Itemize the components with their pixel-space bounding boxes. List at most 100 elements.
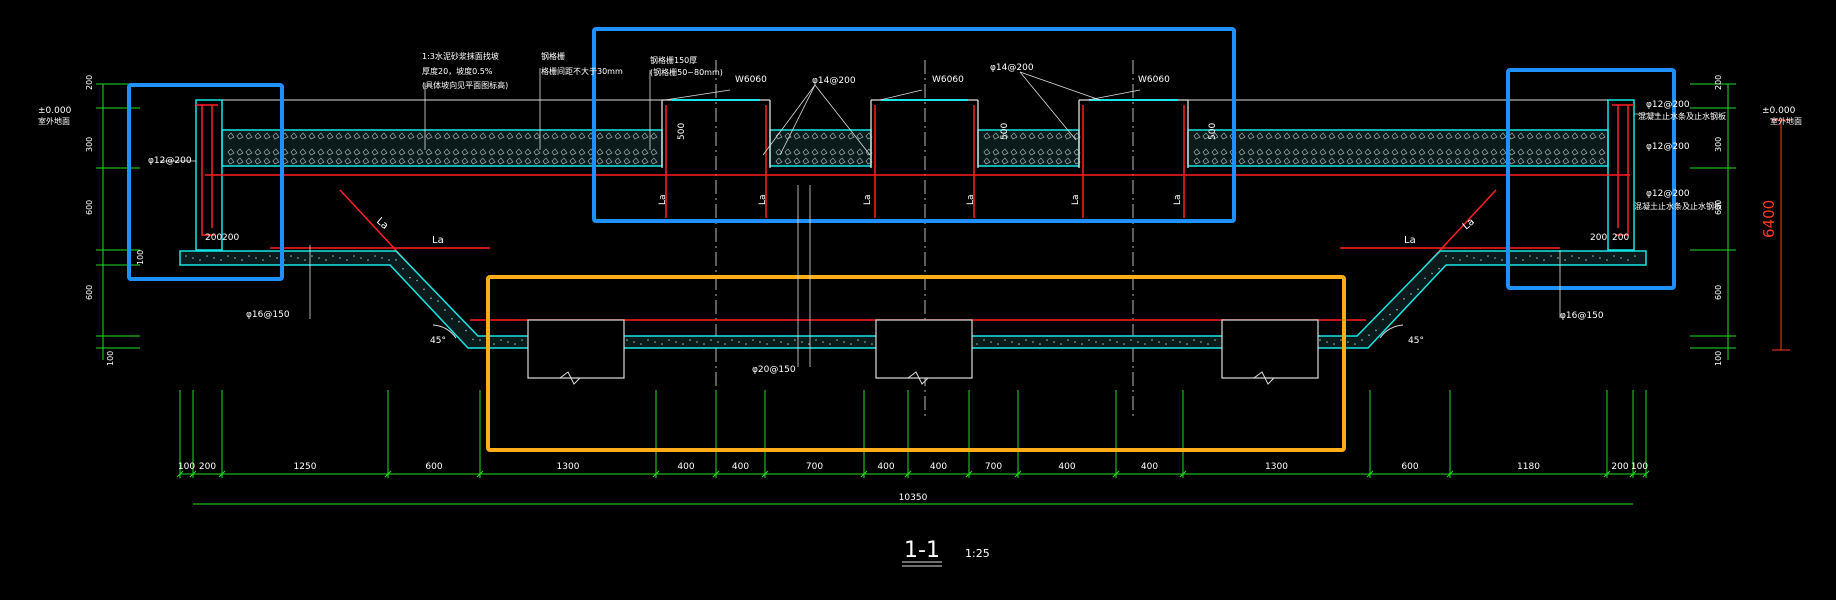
hatch-dot bbox=[808, 343, 810, 345]
top-slab-mid-segment bbox=[769, 129, 872, 167]
hatch-mark bbox=[1391, 148, 1399, 156]
hatch-mark bbox=[1028, 132, 1036, 140]
hatch-dot bbox=[500, 339, 502, 341]
hatch-dot bbox=[850, 343, 852, 345]
hatch-dot bbox=[353, 255, 355, 257]
dim-tick-slash bbox=[189, 470, 197, 478]
hatch-dot bbox=[661, 343, 663, 345]
break-line bbox=[559, 371, 592, 385]
elevation-note-left: 室外地面 bbox=[38, 116, 70, 126]
hatch-dot bbox=[479, 339, 481, 341]
hatch-mark bbox=[596, 132, 604, 140]
right-note-3: 混凝土止水条及止水钢板 bbox=[1634, 201, 1722, 211]
hatch-dot bbox=[276, 257, 278, 259]
hatch-mark bbox=[1454, 148, 1462, 156]
hatch-mark bbox=[1292, 148, 1300, 156]
hatch-mark bbox=[254, 148, 262, 156]
hatch-mark bbox=[1436, 132, 1444, 140]
hatch-dot bbox=[787, 343, 789, 345]
hatch-mark bbox=[596, 148, 604, 156]
hatch-dot bbox=[822, 341, 824, 343]
hatch-mark bbox=[820, 148, 828, 156]
hatch-mark bbox=[1193, 132, 1201, 140]
hatch-dot bbox=[703, 343, 705, 345]
hatch-mark bbox=[1310, 157, 1318, 165]
hatch-mark bbox=[1292, 132, 1300, 140]
hatch-dot bbox=[794, 339, 796, 341]
hatch-mark bbox=[569, 132, 577, 140]
hatch-mark bbox=[1364, 132, 1372, 140]
hatch-mark bbox=[371, 132, 379, 140]
dim-tick-slash bbox=[476, 470, 484, 478]
hatch-mark bbox=[470, 148, 478, 156]
hatch-dot bbox=[290, 255, 292, 257]
hatch-mark bbox=[245, 157, 253, 165]
hatch-mark bbox=[515, 148, 523, 156]
dim-tick-slash bbox=[1603, 470, 1611, 478]
hatch-mark bbox=[1382, 157, 1390, 165]
hatch-mark bbox=[506, 148, 514, 156]
hatch-mark bbox=[983, 157, 991, 165]
hatch-mark bbox=[1454, 132, 1462, 140]
hatch-dot bbox=[745, 343, 747, 345]
dim-tick-slash bbox=[1642, 470, 1650, 478]
hdim-label: 700 bbox=[806, 462, 823, 472]
hatch-dot bbox=[451, 318, 453, 320]
hatch-mark bbox=[452, 157, 460, 165]
hatch-dot bbox=[1529, 255, 1531, 257]
hatch-mark bbox=[1472, 148, 1480, 156]
hatch-dot bbox=[1410, 293, 1412, 295]
hatch-mark bbox=[551, 148, 559, 156]
hatch-mark bbox=[1553, 157, 1561, 165]
hatch-dot bbox=[1137, 341, 1139, 343]
hatch-mark bbox=[1019, 157, 1027, 165]
hatch-dot bbox=[1025, 339, 1027, 341]
hatch-mark bbox=[820, 157, 828, 165]
hatch-mark bbox=[623, 148, 631, 156]
dim-tick-slash bbox=[1446, 470, 1454, 478]
vdim-right: 600 bbox=[1714, 200, 1723, 215]
highlight-right-wall bbox=[1506, 68, 1676, 290]
dim-tick-slash bbox=[712, 470, 720, 478]
foundation-slab bbox=[179, 250, 1647, 385]
hatch-mark bbox=[650, 148, 658, 156]
hatch-mark bbox=[802, 157, 810, 165]
hatch-mark bbox=[452, 132, 460, 140]
hatch-dot bbox=[213, 257, 215, 259]
hatch-dot bbox=[374, 255, 376, 257]
hatch-mark bbox=[1238, 132, 1246, 140]
vdim-left: 600 bbox=[85, 200, 94, 215]
hatch-dot bbox=[1109, 339, 1111, 341]
hatch-dot bbox=[1144, 343, 1146, 345]
hatch-mark bbox=[479, 148, 487, 156]
hatch-dot bbox=[1438, 267, 1440, 270]
hatch-mark bbox=[1562, 148, 1570, 156]
hatch-dot bbox=[269, 255, 271, 257]
la-label: La bbox=[1173, 194, 1183, 205]
hatch-mark bbox=[1028, 148, 1036, 156]
hatch-mark bbox=[1010, 157, 1018, 165]
hatch-dot bbox=[682, 343, 684, 345]
hatch-mark bbox=[1310, 132, 1318, 140]
vertical-dim-left bbox=[96, 83, 140, 360]
hatch-mark bbox=[1055, 132, 1063, 140]
hatch-dot bbox=[1214, 339, 1216, 341]
hatch-mark bbox=[1220, 132, 1228, 140]
hatch-mark bbox=[1247, 157, 1255, 165]
hatch-mark bbox=[1055, 148, 1063, 156]
break-line bbox=[907, 371, 940, 385]
hatch-mark bbox=[1265, 132, 1273, 140]
hatch-mark bbox=[1193, 148, 1201, 156]
hatch-mark bbox=[551, 157, 559, 165]
section-scale: 1:25 bbox=[965, 547, 990, 560]
hatch-mark bbox=[1283, 148, 1291, 156]
hatch-dot bbox=[759, 341, 761, 343]
hatch-mark bbox=[236, 148, 244, 156]
hatch-dot bbox=[1445, 255, 1447, 257]
hatch-dot bbox=[1578, 257, 1580, 259]
hatch-mark bbox=[272, 132, 280, 140]
hdim-label: 200 bbox=[1611, 462, 1628, 472]
hatch-mark bbox=[407, 132, 415, 140]
hatch-dot bbox=[990, 341, 992, 343]
hatch-mark bbox=[380, 157, 388, 165]
